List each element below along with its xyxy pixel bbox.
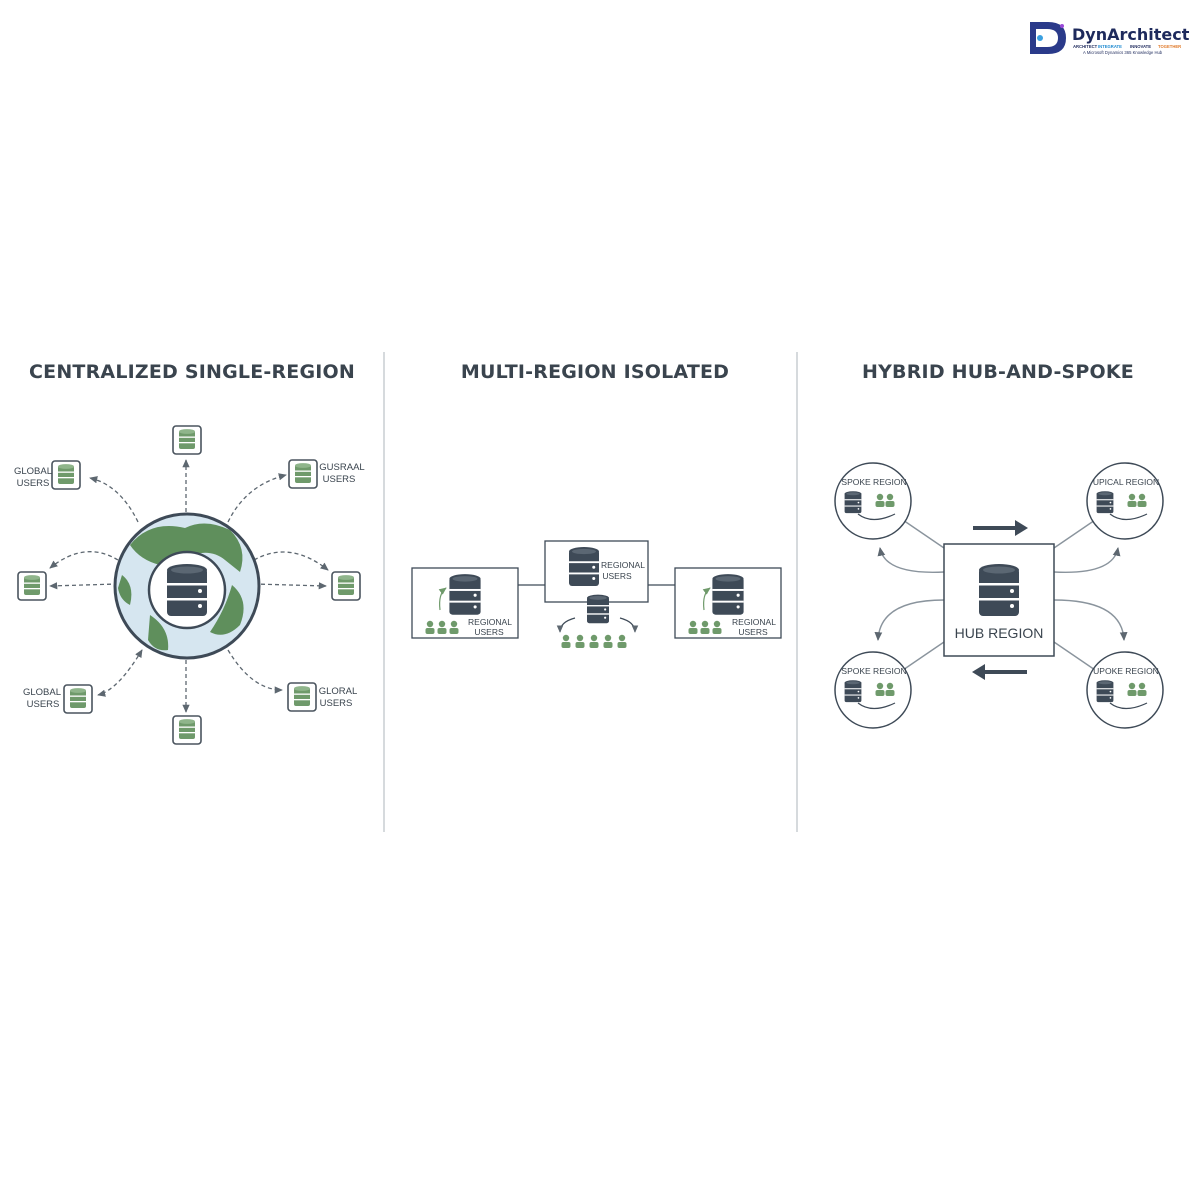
node-db-bottom bbox=[172, 715, 202, 745]
label-users-4-l1: GLORAL bbox=[319, 686, 358, 697]
hub-connectors bbox=[874, 517, 1128, 673]
brand-logo: DynArchitect ARCHITECT INTEGRATE INNOVAT… bbox=[1030, 22, 1190, 55]
label-regional-right-l1: REGIONAL bbox=[732, 617, 776, 627]
label-regional-center-l2: USERS bbox=[602, 571, 632, 581]
label-regional-left-l1: REGIONAL bbox=[468, 617, 512, 627]
region-box-left: REGIONAL USERS bbox=[411, 567, 519, 639]
hub-region-label: HUB REGION bbox=[955, 625, 1044, 641]
region-box-center: REGIONAL USERS bbox=[544, 540, 649, 648]
node-db-top-left bbox=[51, 460, 81, 490]
logo-tag-4: TOGETHER bbox=[1158, 44, 1181, 49]
panel-hub-and-spoke: HYBRID HUB-AND-SPOKE HUB REGION bbox=[834, 361, 1164, 729]
logo-name: DynArchitect bbox=[1072, 25, 1190, 44]
node-db-mid-right bbox=[331, 571, 361, 601]
node-db-bottom-right bbox=[287, 682, 317, 712]
panel-centralized: CENTRALIZED SINGLE-REGION bbox=[14, 361, 365, 745]
node-db-top-right bbox=[288, 459, 318, 489]
label-users-3-l2: USERS bbox=[27, 699, 60, 710]
sync-arrow-right-icon bbox=[973, 520, 1028, 536]
logo-subtitle: A Microsoft Dynamics 365 Knowledge Hub bbox=[1083, 50, 1163, 55]
sync-arrow-left-icon bbox=[972, 664, 1027, 680]
region-box-right: REGIONAL USERS bbox=[674, 567, 782, 639]
logo-tag-2: INTEGRATE bbox=[1098, 44, 1122, 49]
label-users-4-l2: USERS bbox=[320, 698, 353, 709]
panel-title-centralized: CENTRALIZED SINGLE-REGION bbox=[29, 361, 355, 383]
node-db-mid-left bbox=[17, 571, 47, 601]
panel-title-multi-region: MULTI-REGION ISOLATED bbox=[461, 361, 729, 383]
spoke-bottom-right: UPOKE REGION bbox=[1086, 651, 1164, 729]
spoke-top-left-label: SPOKE REGION bbox=[841, 477, 906, 487]
label-users-3-l1: GLOBAL bbox=[23, 687, 61, 698]
spoke-bottom-left-label: SPOKE REGION bbox=[841, 666, 906, 676]
globe-icon bbox=[113, 512, 261, 660]
label-regional-right-l2: USERS bbox=[738, 627, 768, 637]
spoke-bottom-right-label: UPOKE REGION bbox=[1093, 666, 1159, 676]
spoke-top-left: SPOKE REGION bbox=[834, 462, 912, 540]
label-regional-center-l1: REGIONAL bbox=[601, 560, 645, 570]
centralized-arrows bbox=[49, 459, 329, 713]
spoke-top-right-label: UPICAL REGION bbox=[1093, 477, 1159, 487]
spoke-bottom-left: SPOKE REGION bbox=[834, 651, 912, 729]
panel-multi-region: MULTI-REGION ISOLATED REGIONAL USERS REG… bbox=[411, 361, 782, 648]
label-users-2-l1: GUSRAAL bbox=[319, 462, 364, 473]
logo-tag-1: ARCHITECT bbox=[1073, 44, 1098, 49]
label-regional-left-l2: USERS bbox=[474, 627, 504, 637]
label-users-1-l1: GLOBAL bbox=[14, 466, 52, 477]
logo-tag-3: INNOVATE bbox=[1130, 44, 1151, 49]
spoke-top-right: UPICAL REGION bbox=[1086, 462, 1164, 540]
hub-region-box: HUB REGION bbox=[943, 543, 1055, 657]
panel-title-hub-and-spoke: HYBRID HUB-AND-SPOKE bbox=[862, 361, 1134, 383]
label-users-1-l2: USERS bbox=[17, 478, 50, 489]
label-users-2-l2: USERS bbox=[323, 474, 356, 485]
node-db-bottom-left bbox=[63, 684, 93, 714]
node-db-top bbox=[172, 425, 202, 455]
